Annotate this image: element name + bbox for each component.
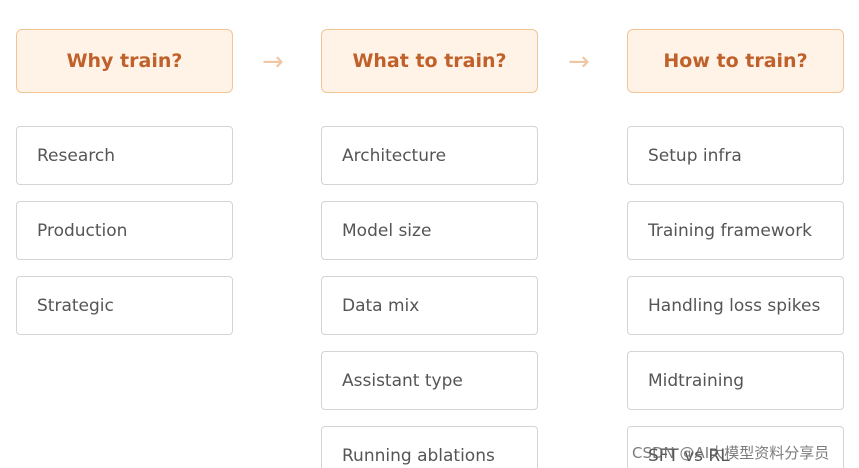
header-what-to-train: What to train? xyxy=(321,29,538,93)
item-setup-infra: Setup infra xyxy=(627,126,844,185)
item-sft-vs-rl: SFT vs RL xyxy=(627,426,844,468)
header-why-train: Why train? xyxy=(16,29,233,93)
item-assistant-type: Assistant type xyxy=(321,351,538,410)
item-running-ablations: Running ablations xyxy=(321,426,538,468)
item-handling-loss-spikes: Handling loss spikes xyxy=(627,276,844,335)
item-production: Production xyxy=(16,201,233,260)
arrow-right-icon: → xyxy=(568,47,590,77)
item-research: Research xyxy=(16,126,233,185)
item-training-framework: Training framework xyxy=(627,201,844,260)
watermark: CSDN @AI大模型资料分享员 xyxy=(632,444,830,462)
item-model-size: Model size xyxy=(321,201,538,260)
item-architecture: Architecture xyxy=(321,126,538,185)
item-data-mix: Data mix xyxy=(321,276,538,335)
arrow-right-icon: → xyxy=(262,47,284,77)
item-midtraining: Midtraining xyxy=(627,351,844,410)
item-strategic: Strategic xyxy=(16,276,233,335)
header-how-to-train: How to train? xyxy=(627,29,844,93)
